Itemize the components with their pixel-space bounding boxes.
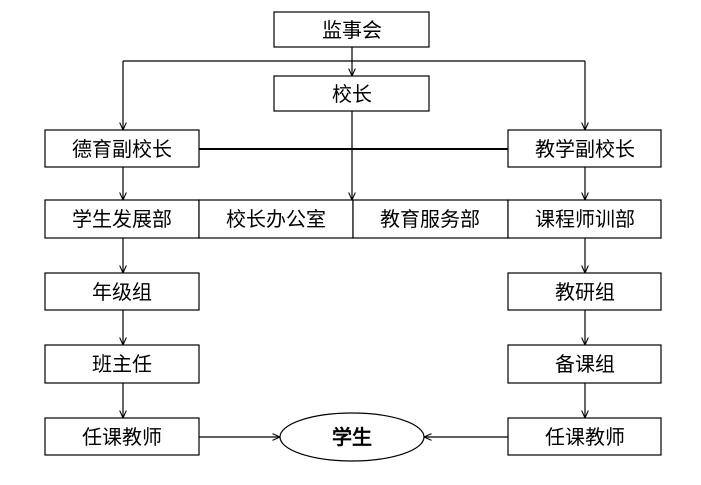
node-label: 校长办公室 — [226, 207, 326, 231]
node-label: 班主任 — [92, 352, 152, 376]
node-label: 校长 — [332, 82, 372, 106]
node-edu-services: 教育服务部 — [352, 199, 509, 239]
node-label: 学生发展部 — [72, 207, 172, 231]
node-teacher-left: 任课教师 — [44, 417, 200, 456]
node-lesson-prep: 备课组 — [507, 344, 662, 384]
node-vp-teaching: 教学副校长 — [507, 129, 662, 168]
node-label: 监事会 — [322, 18, 382, 42]
node-grade-group: 年级组 — [44, 272, 200, 311]
node-vp-moral: 德育副校长 — [44, 129, 200, 168]
node-label: 任课教师 — [545, 425, 625, 449]
node-label: 任课教师 — [82, 425, 162, 449]
node-label: 德育副校长 — [72, 137, 172, 161]
node-head-teacher: 班主任 — [44, 344, 200, 384]
node-label: 年级组 — [92, 280, 152, 304]
node-student-dev: 学生发展部 — [44, 199, 200, 239]
node-curriculum-training: 课程师训部 — [507, 199, 662, 239]
node-teaching-research: 教研组 — [507, 272, 662, 311]
node-supervisory-board: 监事会 — [273, 11, 430, 48]
node-label: 教育服务部 — [380, 207, 480, 231]
node-students: 学生 — [279, 412, 425, 462]
node-label: 备课组 — [555, 352, 615, 376]
node-label: 学生 — [332, 425, 372, 449]
node-principal: 校长 — [273, 75, 430, 112]
node-label: 课程师训部 — [535, 207, 635, 231]
node-label: 教研组 — [555, 280, 615, 304]
node-label: 教学副校长 — [535, 137, 635, 161]
node-principal-office: 校长办公室 — [198, 199, 354, 239]
node-teacher-right: 任课教师 — [507, 417, 662, 456]
connectors — [123, 47, 585, 437]
